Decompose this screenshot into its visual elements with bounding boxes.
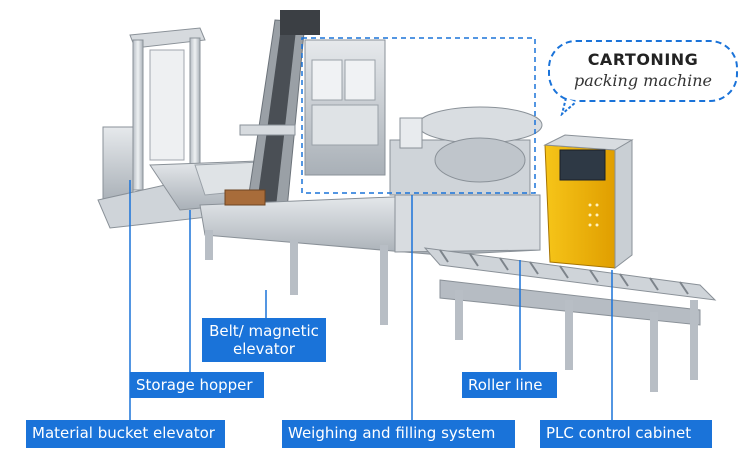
weighing-system-drawing (304, 39, 543, 196)
label-belt-elevator: Belt/ magnetic elevator (202, 318, 326, 362)
roller-line-drawing (423, 247, 717, 392)
label-roller-line: Roller line (462, 372, 557, 398)
label-belt-elevator-line2: elevator (233, 340, 295, 358)
label-plc-control-cabinet: PLC control cabinet (540, 420, 712, 448)
title-bubble: CARTONING packing machine (548, 40, 738, 102)
machine-base-drawing (199, 189, 541, 325)
label-belt-elevator-line1: Belt/ magnetic (209, 322, 319, 340)
label-storage-hopper: Storage hopper (130, 372, 264, 398)
label-weighing-filling-system: Weighing and filling system (282, 420, 515, 448)
bubble-subtitle: packing machine (573, 71, 713, 90)
plc-cabinet-drawing (543, 134, 634, 270)
weighing-system-highlight (301, 37, 536, 194)
label-material-bucket-elevator: Material bucket elevator (26, 420, 225, 448)
bubble-tail (560, 98, 577, 116)
belt-elevator-drawing (239, 10, 320, 231)
bubble-title: CARTONING (587, 50, 699, 69)
